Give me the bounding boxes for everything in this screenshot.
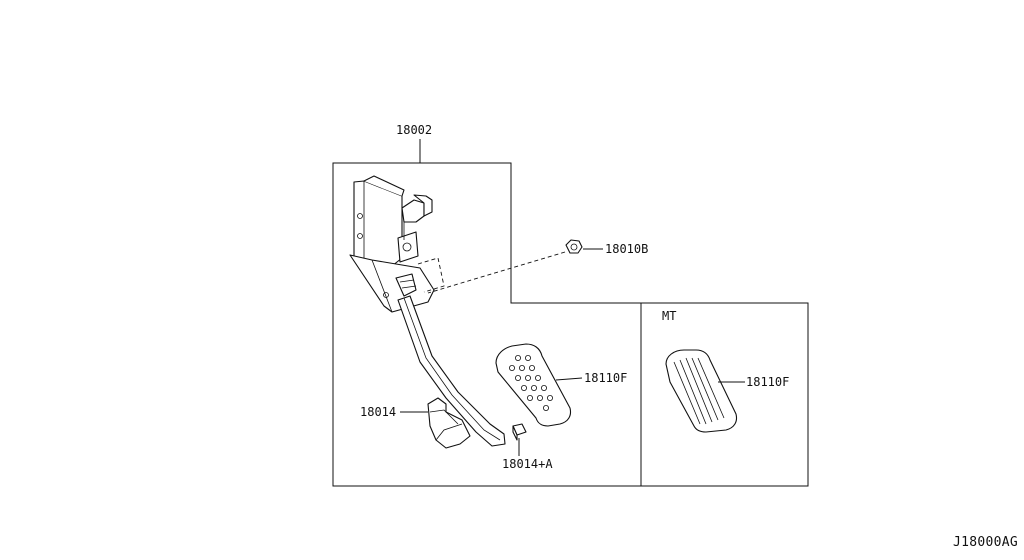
leader-pad-main [555,377,583,381]
bracket-18014[interactable] [427,397,471,449]
mt-title: MT [662,309,676,323]
label-pad-main[interactable]: 18110F [584,371,627,385]
mt-inset-frame [640,302,809,487]
accelerator-pedal-assembly[interactable] [349,175,506,447]
pedal-pad-perforated[interactable] [495,343,572,427]
label-nut[interactable]: 18010B [605,242,648,256]
nut-18010b[interactable] [565,239,583,254]
nut-dashed-leader [427,251,566,294]
label-bracket[interactable]: 18014 [360,405,396,419]
stopper-18014a[interactable] [512,423,527,441]
diagram-code: J18000AG [953,535,1018,550]
label-stopper[interactable]: 18014+A [502,457,553,471]
pedal-pad-mt[interactable] [665,349,738,433]
label-assembly[interactable]: 18002 [396,123,432,137]
label-pad-mt[interactable]: 18110F [746,375,789,389]
